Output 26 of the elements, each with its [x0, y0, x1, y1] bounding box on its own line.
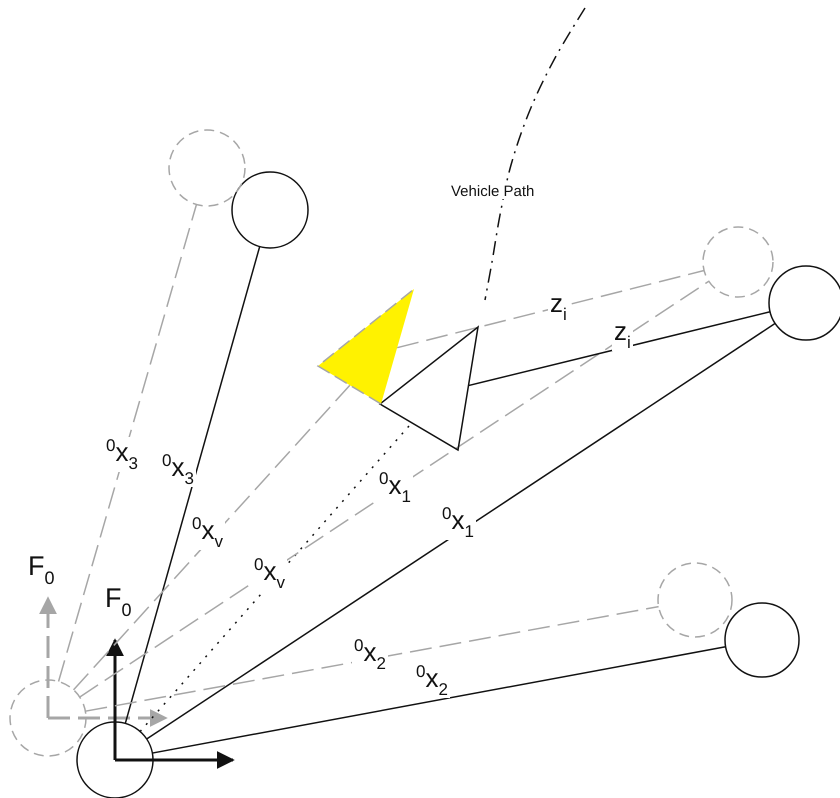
origin-circle [8, 678, 88, 758]
dashed-line [72, 384, 350, 690]
vehicle-triangle [316, 287, 416, 406]
edge-label: $^{0}$x$_{3}$ [104, 437, 140, 472]
edge-label: $^{0}$x$_{3}$ [160, 452, 196, 487]
landmark-circle [230, 170, 310, 250]
landmark-circle [167, 128, 247, 208]
line [152, 646, 726, 754]
edge-label: $^{0}$x$_{1}$ [440, 505, 476, 540]
edge-label: $^{0}$x$_{1}$ [377, 470, 413, 505]
vehicle-triangle [378, 325, 480, 452]
path-label: Vehicle Path [449, 184, 536, 199]
dashed-line [85, 606, 659, 712]
landmark-circle [656, 561, 734, 639]
dashed-line [396, 270, 704, 348]
line [468, 311, 770, 386]
edge-label: $^{0}$x$_{v}$ [190, 515, 225, 550]
landmark-circle [701, 225, 775, 299]
dashed-line [79, 280, 710, 698]
edge-label: $^{0}$x$_{2}$ [352, 637, 388, 672]
edge-label: $^{0}$x$_{v}$ [252, 556, 287, 591]
line [124, 246, 260, 724]
edge-label: $^{0}$x$_{2}$ [414, 663, 450, 698]
dashed-line [58, 204, 198, 682]
landmark-circle [723, 601, 801, 679]
line [146, 322, 776, 740]
